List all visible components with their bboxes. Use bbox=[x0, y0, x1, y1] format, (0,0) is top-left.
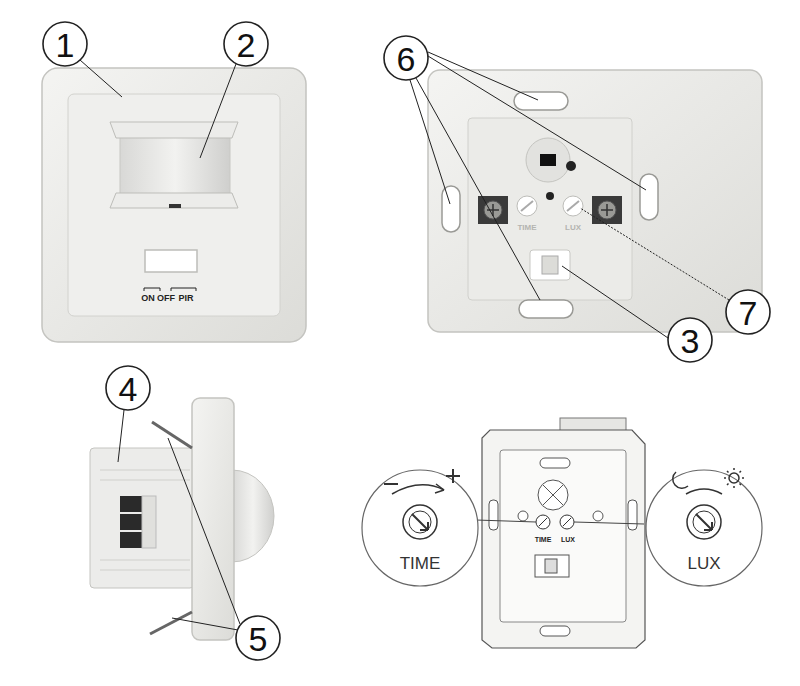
callout-number: 3 bbox=[681, 324, 700, 358]
perspective-view bbox=[482, 418, 645, 648]
dial-label: LUX bbox=[687, 555, 720, 572]
dial-label: LUX bbox=[565, 224, 581, 232]
callout-number: 5 bbox=[249, 622, 268, 656]
callout-number: 2 bbox=[237, 28, 256, 62]
callouts bbox=[43, 22, 770, 660]
dial-label: TIME bbox=[535, 536, 552, 543]
switch-position: PIR bbox=[178, 294, 193, 303]
dial-label: TIME bbox=[517, 224, 536, 232]
callout-number: 7 bbox=[739, 296, 758, 330]
callout-number: 1 bbox=[56, 28, 75, 62]
switch-position: ON bbox=[141, 294, 155, 303]
magnified-dials bbox=[362, 468, 762, 586]
side-view bbox=[90, 398, 274, 640]
callout-number: 6 bbox=[397, 42, 416, 76]
front-view bbox=[42, 68, 306, 342]
callout-number: 4 bbox=[119, 372, 138, 406]
dial-label: LUX bbox=[561, 536, 575, 543]
leader-lines bbox=[80, 52, 729, 630]
back-view bbox=[428, 70, 762, 332]
switch-position: OFF bbox=[157, 294, 175, 303]
dial-label: TIME bbox=[400, 555, 441, 572]
